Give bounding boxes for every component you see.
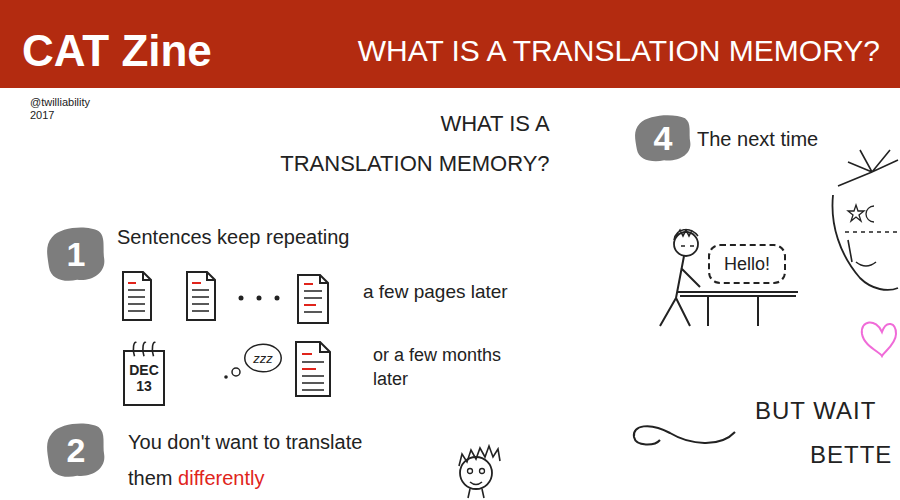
sleep-bubble: zzz	[244, 343, 282, 373]
document-icon	[296, 342, 330, 396]
sleep-dot	[224, 375, 228, 379]
teaser-text: BUT WAIT	[755, 397, 876, 425]
header-band: CAT Zine WHAT IS A TRANSLATION MEMORY?	[0, 0, 900, 88]
moon-symbol	[866, 206, 874, 222]
ellipsis-dot	[257, 296, 262, 301]
ellipsis-dot	[239, 296, 244, 301]
sleep-dot	[232, 368, 240, 376]
header-brand: CAT Zine	[22, 26, 212, 76]
zine-title: WHAT IS A TRANSLATION MEMORY?	[268, 104, 550, 184]
teaser-text: BETTE	[810, 441, 892, 469]
excitement-burst	[838, 150, 898, 186]
document-icon	[123, 272, 151, 320]
face-eye	[480, 469, 485, 474]
calendar-rings	[133, 342, 155, 356]
heart-symbol	[862, 322, 896, 356]
head-smile	[848, 240, 876, 266]
badge-blob	[47, 424, 104, 477]
step-badge: 2	[46, 420, 106, 480]
repeated-sentence-mark	[192, 282, 201, 284]
repeated-sentence-mark	[302, 354, 316, 369]
document-lines	[128, 290, 145, 311]
step-badge: 1	[46, 224, 106, 284]
speech-text: Hello!	[724, 254, 770, 275]
desk	[678, 292, 798, 326]
step-note: a few pages later	[363, 281, 508, 303]
step-note: or a few months later	[373, 343, 513, 391]
document-icon	[298, 275, 328, 323]
bubble-oval	[245, 344, 281, 372]
squiggle	[634, 426, 735, 444]
signature: @twilliability 2017	[30, 96, 100, 122]
document-lines	[304, 291, 322, 312]
step-number: 1	[67, 237, 86, 271]
document-lines	[192, 290, 209, 311]
face-hair	[459, 446, 500, 466]
repeated-sentence-mark	[304, 284, 316, 305]
person-hair	[674, 230, 698, 240]
face-mouth	[468, 482, 484, 498]
document-icon	[187, 272, 215, 320]
face-eye	[468, 469, 473, 474]
emphasis-text: differently	[178, 467, 264, 489]
calendar-date: DEC 13	[127, 362, 161, 394]
person-eyes	[681, 245, 694, 247]
step-number: 4	[654, 121, 673, 155]
document-lines	[302, 362, 324, 390]
step-text: Sentences keep repeating	[117, 226, 349, 249]
badge-blob	[635, 115, 690, 161]
step-text: The next time	[697, 128, 818, 151]
sleep-text: zzz	[253, 351, 273, 366]
speech-bubble: Hello!	[708, 244, 786, 284]
header-title: WHAT IS A TRANSLATION MEMORY?	[358, 34, 880, 68]
step-badge: 4	[634, 112, 692, 164]
repeated-sentence-mark	[128, 282, 136, 284]
step-number: 2	[67, 433, 86, 467]
step-text-group: You don't want to translate themdifferen…	[128, 424, 390, 496]
star-symbol	[848, 205, 864, 221]
person-head	[674, 232, 698, 256]
badge-blob	[47, 228, 104, 281]
head-outline	[832, 195, 898, 290]
ellipsis-dot	[275, 296, 280, 301]
head-line	[845, 231, 898, 233]
calendar-icon: DEC 13	[123, 350, 165, 406]
